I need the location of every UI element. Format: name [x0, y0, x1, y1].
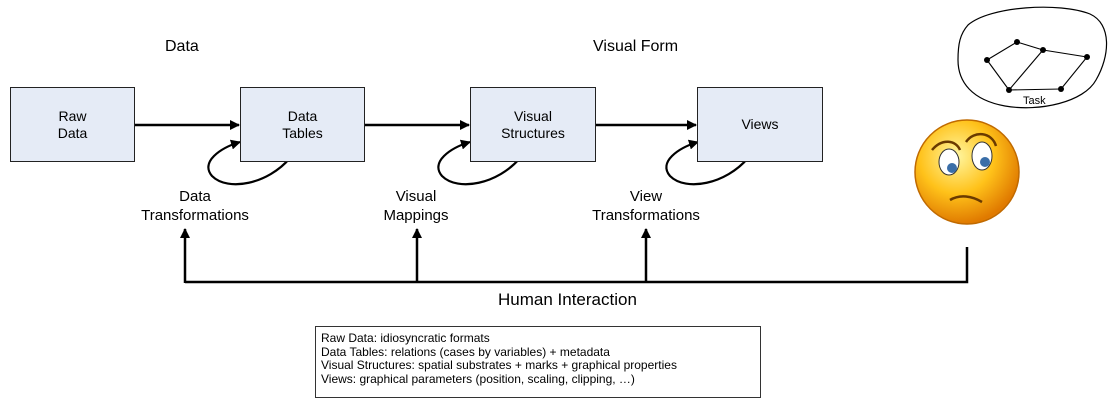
header-visual-form: Visual Form — [593, 38, 679, 55]
data-tables-box: Data Tables — [240, 87, 365, 162]
face-left-pupil — [947, 163, 957, 173]
loop-arrow-visual-structures — [437, 139, 521, 186]
raw-data-label-line2: Data — [57, 124, 88, 141]
legend-item-views: Views: graphical parameters (position, s… — [321, 371, 635, 386]
data-transformations-line1: Data — [179, 188, 211, 205]
task-graph-node — [1040, 47, 1046, 53]
task-bubble-outline — [957, 6, 1108, 109]
task-graph-edge — [1008, 49, 1044, 91]
data-tables-label-line2: Tables — [282, 124, 323, 141]
task-graph-edge — [1060, 56, 1088, 90]
face-mouth — [949, 195, 983, 204]
data-transformations-label: Data Transformations — [135, 187, 255, 225]
loop-arrow-views — [665, 139, 749, 186]
task-graph-edge — [1016, 41, 1044, 51]
visual-structures-box: Visual Structures — [470, 87, 596, 162]
task-graph-node — [1084, 54, 1090, 60]
task-graph-node — [1014, 39, 1020, 45]
face-left-eyebrow — [931, 140, 962, 151]
views-box: Views — [697, 87, 823, 162]
human-interaction-line — [185, 247, 969, 284]
face-circle — [914, 119, 1020, 225]
view-transformations-line1: View — [629, 188, 663, 205]
visual-mappings-line1: Visual — [395, 188, 437, 205]
task-graph-edge — [986, 59, 1010, 91]
task-graph-edge — [986, 41, 1018, 61]
puzzled-face-icon — [914, 119, 1020, 225]
raw-data-label-line1: Raw — [58, 107, 87, 124]
visual-structures-label-line2: Structures — [501, 124, 565, 141]
raw-data-box: Raw Data — [10, 87, 135, 162]
task-graph-node — [1006, 87, 1012, 93]
data-tables-label-line1: Data — [287, 107, 318, 124]
task-label: Task — [1023, 95, 1046, 107]
task-graph-edge — [1008, 88, 1062, 91]
face-right-pupil — [980, 157, 990, 167]
visual-structures-label-line1: Visual — [514, 107, 552, 124]
visual-mappings-line2: Mappings — [383, 207, 449, 224]
header-data: Data — [165, 38, 199, 55]
human-interaction-label: Human Interaction — [498, 290, 637, 309]
view-transformations-line2: Transformations — [592, 207, 700, 224]
view-transformations-label: View Transformations — [585, 187, 707, 225]
legend-item-raw-data: Raw Data: idiosyncratic formats — [321, 331, 490, 345]
legend-item-data-tables: Data Tables: relations (cases by variabl… — [321, 344, 610, 359]
visual-mappings-label: Visual Mappings — [366, 187, 466, 225]
views-label: Views — [741, 116, 779, 132]
task-graph-icon — [957, 6, 1108, 109]
face-right-eyebrow — [964, 133, 998, 147]
loop-arrow-data-tables — [207, 139, 291, 186]
task-graph-node — [1058, 86, 1064, 92]
legend-item-visual-structures: Visual Structures: spatial substrates + … — [321, 358, 677, 372]
data-transformations-line2: Transformations — [141, 207, 249, 224]
legend-box: Raw Data: idiosyncratic formats Data Tab… — [315, 326, 761, 398]
task-graph-edge — [1042, 49, 1088, 58]
task-graph-node — [984, 57, 990, 63]
